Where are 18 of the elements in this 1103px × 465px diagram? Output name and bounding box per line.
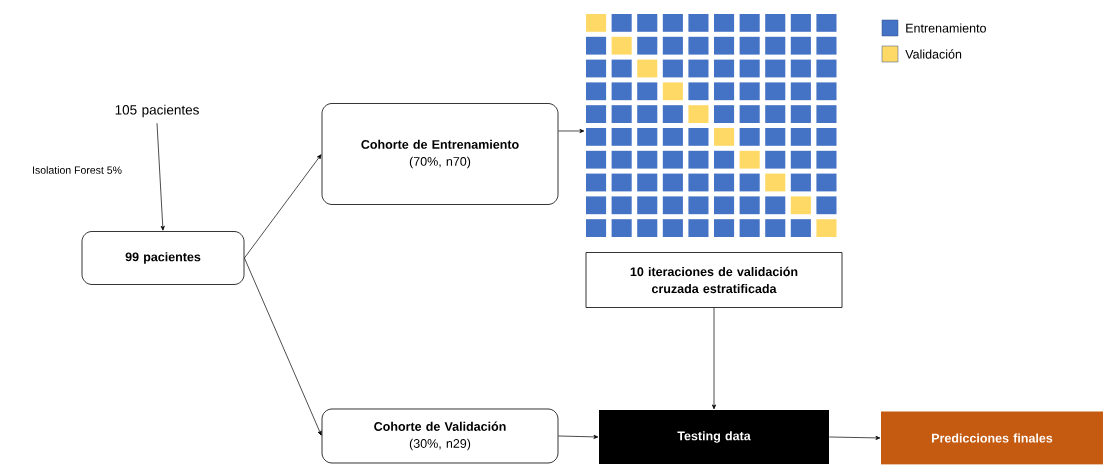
data-box: Testing data: [599, 410, 829, 464]
process-box: Cohorte de Validación (30%, n29): [321, 408, 559, 464]
arrow: [558, 434, 599, 439]
result-box: Predicciones finales: [881, 411, 1103, 465]
arrow: [244, 257, 322, 436]
legend-label: Entrenamiento: [906, 23, 986, 33]
arrow: [244, 154, 322, 259]
process-box: 10 iteraciones de validación cruzada estratificada: [585, 252, 843, 308]
arrow: [558, 128, 585, 134]
patient-count-text: 105 pacientes: [115, 104, 199, 118]
legend-label: Validación: [905, 49, 962, 59]
process-box: Cohorte de Entrenamiento (70%, n70): [321, 103, 559, 205]
arrow: [711, 307, 717, 410]
arrow: [156, 122, 165, 231]
arrow: [828, 435, 881, 440]
process-box: 99 pacientes: [81, 231, 245, 285]
grid-drawing: [586, 14, 837, 237]
edge-label: Isolation Forest 5%: [31, 165, 123, 175]
